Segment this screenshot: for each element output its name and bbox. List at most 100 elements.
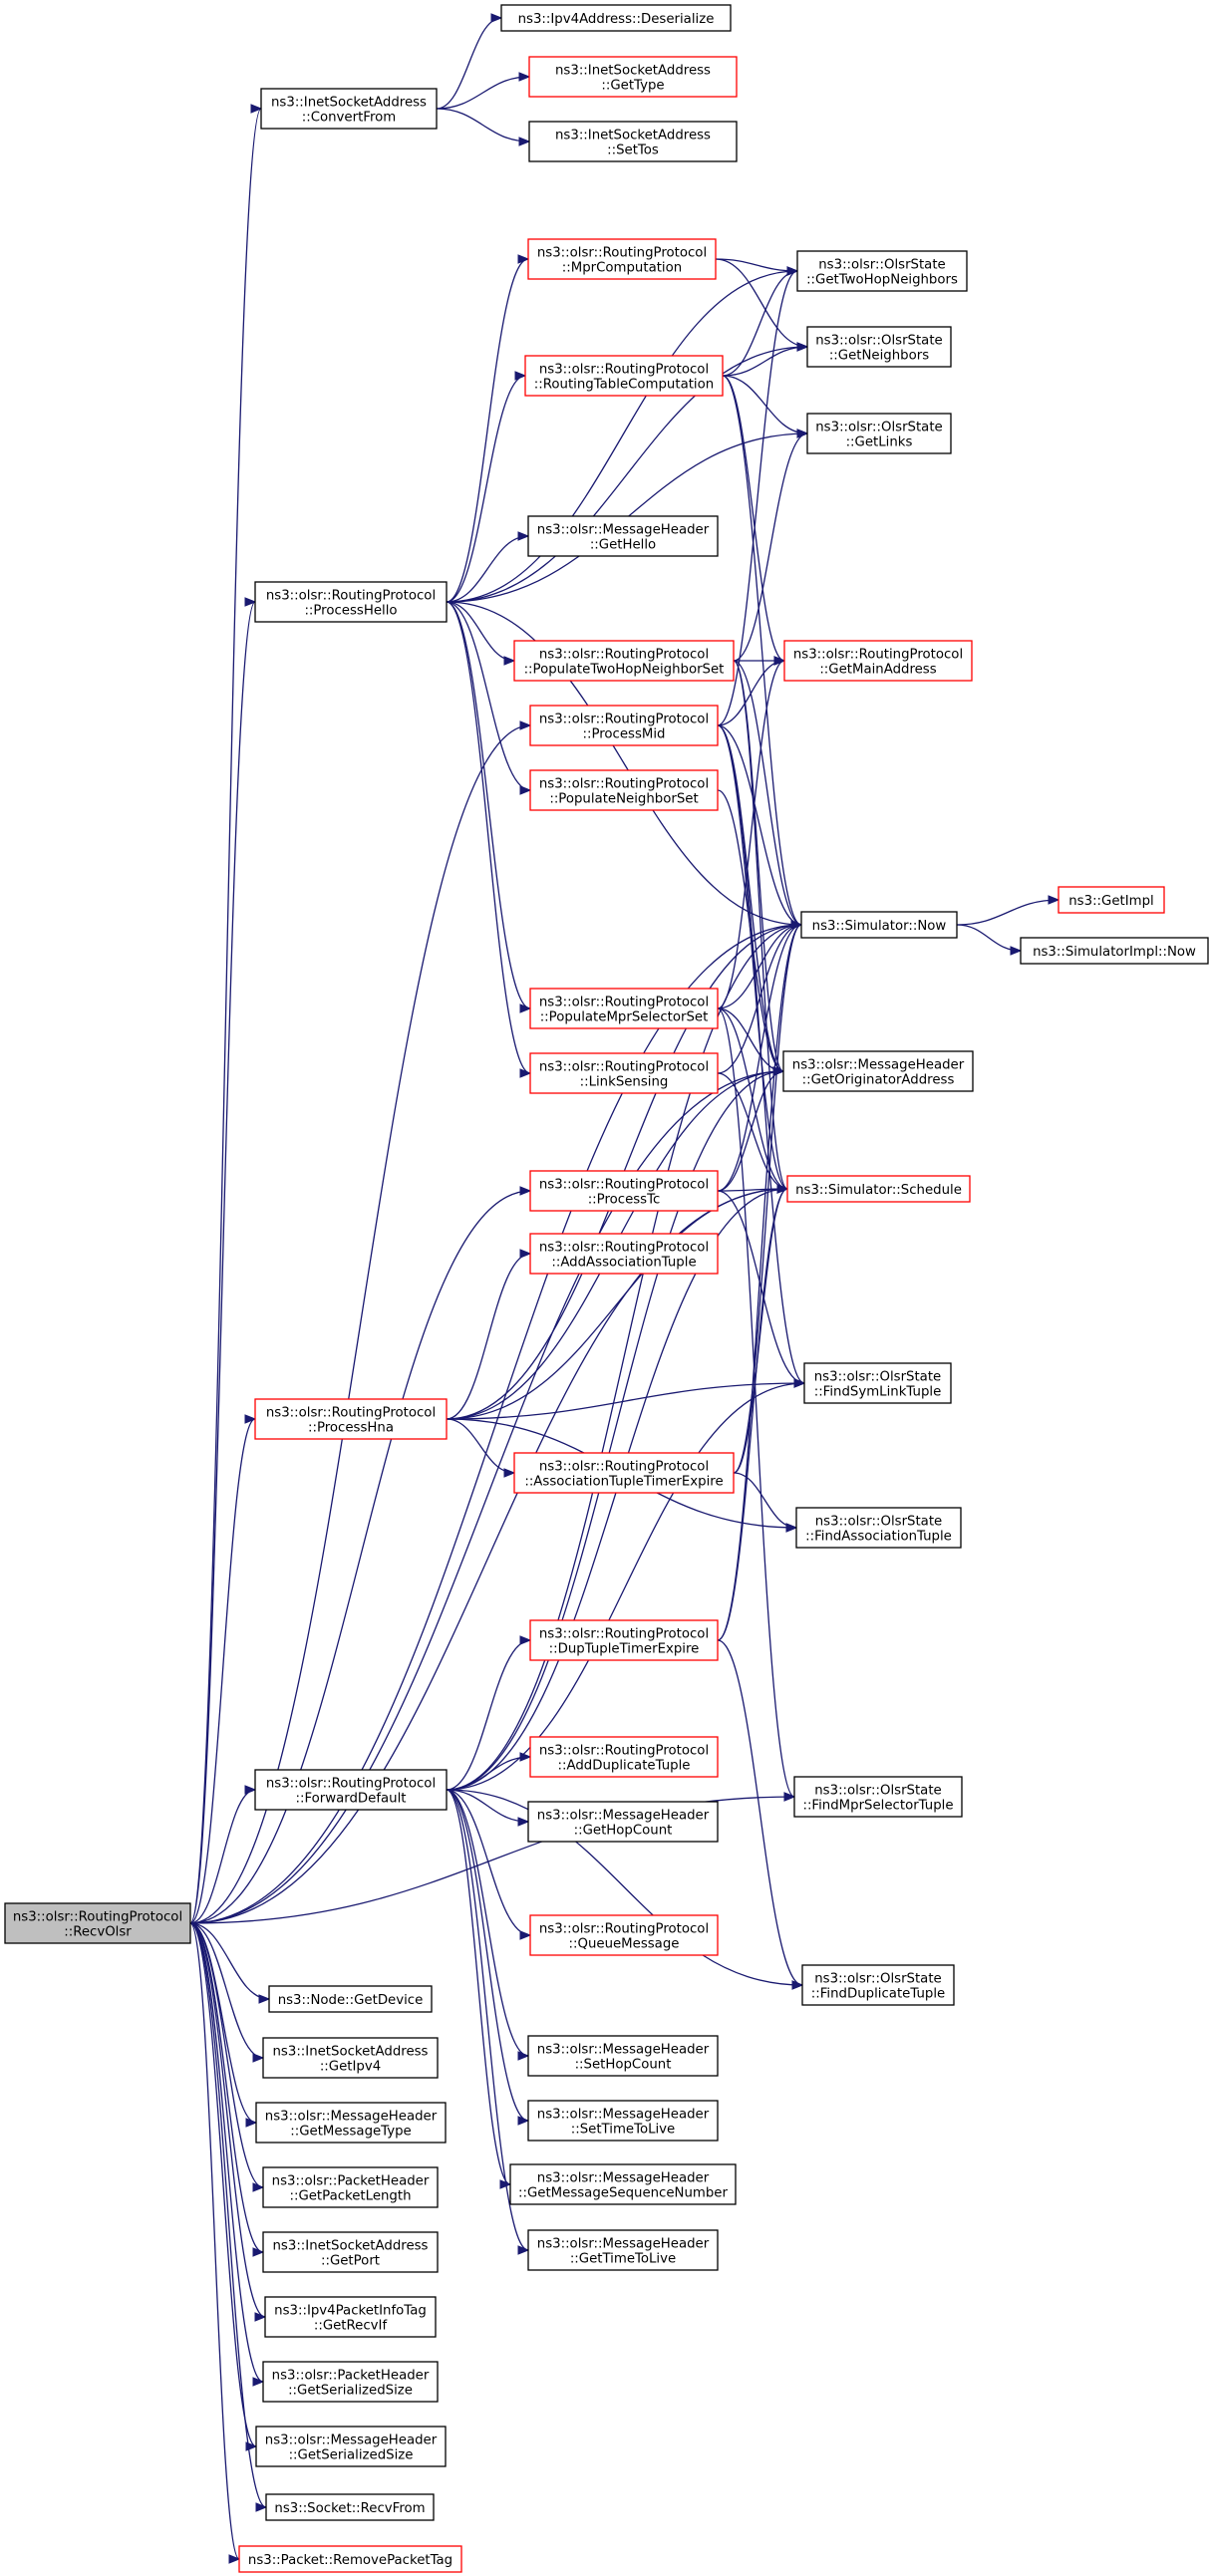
- node-getrecvif[interactable]: ns3::Ipv4PacketInfoTag::GetRecvIf: [264, 2296, 437, 2338]
- edge-recvolsr-to-getdevice: [189, 1922, 271, 2004]
- node-populateneighbor[interactable]: ns3::olsr::RoutingProtocol::PopulateNeig…: [529, 769, 719, 811]
- node-findsymlink[interactable]: ns3::olsr::OlsrState::FindSymLinkTuple: [803, 1362, 952, 1404]
- edge-line: [189, 1070, 784, 1924]
- node-label: ::GetLinks: [846, 435, 913, 450]
- node-simnow[interactable]: ns3::Simulator::Now: [800, 911, 958, 939]
- edge-recvolsr-to-getpacketlength: [189, 1922, 265, 2192]
- node-removepackettag[interactable]: ns3::Packet::RemovePacketTag: [238, 2545, 462, 2573]
- edge-line: [717, 724, 802, 926]
- node-label: ::LinkSensing: [580, 1075, 669, 1090]
- node-getdevice[interactable]: ns3::Node::GetDevice: [268, 1985, 433, 2013]
- arrowhead-icon: [252, 2377, 265, 2387]
- node-box: [529, 1619, 719, 1661]
- node-findduplicate[interactable]: ns3::olsr::OlsrState::FindDuplicateTuple: [801, 1964, 955, 2006]
- node-getpacketlength[interactable]: ns3::olsr::PacketHeader::GetPacketLength: [262, 2166, 439, 2208]
- node-box: [527, 515, 719, 557]
- node-getlinks[interactable]: ns3::olsr::OlsrState::GetLinks: [806, 413, 952, 454]
- node-label: ::ProcessHna: [308, 1421, 394, 1436]
- node-getneighbors[interactable]: ns3::olsr::OlsrState::GetNeighbors: [806, 326, 952, 368]
- edge-linksensing-to-schedule: [717, 1072, 789, 1194]
- node-label: ::GetHello: [590, 538, 656, 553]
- node-label: ::GetMessageType: [290, 2125, 411, 2140]
- node-getmainaddress[interactable]: ns3::olsr::RoutingProtocol::GetMainAddre…: [783, 640, 973, 682]
- node-findmprselector[interactable]: ns3::olsr::OlsrState::FindMprSelectorTup…: [793, 1776, 963, 1818]
- node-routingtable[interactable]: ns3::olsr::RoutingProtocol::RoutingTable…: [524, 355, 724, 397]
- node-recvolsr[interactable]: ns3::olsr::RoutingProtocol::RecvOlsr: [4, 1902, 191, 1944]
- arrowhead-icon: [793, 1378, 806, 1388]
- node-label: ::AddDuplicateTuple: [558, 1759, 691, 1774]
- node-gettwohop[interactable]: ns3::olsr::OlsrState::GetTwoHopNeighbors: [796, 250, 968, 292]
- node-box: [529, 1233, 719, 1275]
- node-sethopcount[interactable]: ns3::olsr::MessageHeader::SetHopCount: [527, 2035, 719, 2077]
- node-label: ::FindAssociationTuple: [805, 1530, 952, 1545]
- node-deserialize[interactable]: ns3::Ipv4Address::Deserialize: [500, 4, 732, 32]
- edge-line: [446, 601, 531, 1009]
- node-label: ::ProcessHello: [304, 604, 397, 619]
- node-box: [260, 88, 438, 130]
- node-label: ns3::olsr::RoutingProtocol: [539, 1178, 709, 1193]
- node-getport[interactable]: ns3::InetSocketAddress::GetPort: [262, 2231, 439, 2273]
- node-processmid[interactable]: ns3::olsr::RoutingProtocol::ProcessMid: [529, 705, 719, 746]
- node-convertfrom[interactable]: ns3::InetSocketAddress::ConvertFrom: [260, 88, 438, 130]
- node-label: ns3::olsr::RoutingProtocol: [539, 1060, 709, 1075]
- node-box: [529, 1736, 719, 1778]
- edge-line: [436, 17, 502, 110]
- node-getipv4[interactable]: ns3::InetSocketAddress::GetIpv4: [262, 2037, 439, 2079]
- node-label: ns3::olsr::MessageHeader: [537, 2237, 710, 2252]
- arrowhead-icon: [517, 2245, 530, 2255]
- node-label: ::MprComputation: [562, 261, 682, 276]
- node-box: [529, 1052, 719, 1094]
- node-addduplicate[interactable]: ns3::olsr::RoutingProtocol::AddDuplicate…: [529, 1736, 719, 1778]
- node-box: [255, 2102, 447, 2144]
- node-getttl[interactable]: ns3::olsr::MessageHeader::GetTimeToLive: [527, 2229, 719, 2271]
- node-processhello[interactable]: ns3::olsr::RoutingProtocol::ProcessHello: [254, 581, 448, 623]
- edge-line: [446, 346, 808, 603]
- node-mprcomputation[interactable]: ns3::olsr::RoutingProtocol::MprComputati…: [527, 238, 717, 280]
- edge-convertfrom-to-settos: [436, 108, 531, 146]
- edge-assoctimer-to-findassoc: [733, 1472, 798, 1533]
- edge-recvolsr-to-convertfrom: [189, 104, 263, 1924]
- node-populatetwohop[interactable]: ns3::olsr::RoutingProtocol::PopulateTwoH…: [513, 640, 735, 682]
- node-schedule[interactable]: ns3::Simulator::Schedule: [786, 1175, 971, 1203]
- node-getmsgtype[interactable]: ns3::olsr::MessageHeader::GetMessageType: [255, 2102, 447, 2144]
- node-label: ns3::olsr::MessageHeader: [265, 2110, 438, 2125]
- node-getimpl[interactable]: ns3::GetImpl: [1058, 886, 1165, 914]
- node-getoriginator[interactable]: ns3::olsr::MessageHeader::GetOriginatorA…: [782, 1050, 974, 1092]
- node-gettype[interactable]: ns3::InetSocketAddress::GetType: [528, 56, 738, 98]
- edge-line: [722, 375, 808, 434]
- arrowhead-icon: [772, 1066, 785, 1076]
- node-pktserialsize[interactable]: ns3::olsr::PacketHeader::GetSerializedSi…: [262, 2361, 439, 2403]
- node-msgserialsize[interactable]: ns3::olsr::MessageHeader::GetSerializedS…: [255, 2426, 447, 2467]
- edge-line: [189, 108, 262, 1924]
- node-label: ns3::Packet::RemovePacketTag: [248, 2553, 453, 2568]
- node-box: [529, 705, 719, 746]
- node-gethopcount[interactable]: ns3::olsr::MessageHeader::GetHopCount: [527, 1801, 719, 1843]
- arrowhead-icon: [228, 2554, 241, 2564]
- node-forwarddefault[interactable]: ns3::olsr::RoutingProtocol::ForwardDefau…: [254, 1769, 448, 1811]
- edge-processhello-to-linksensing: [446, 601, 532, 1078]
- node-findassoc[interactable]: ns3::olsr::OlsrState::FindAssociationTup…: [795, 1507, 962, 1549]
- node-assoctimer[interactable]: ns3::olsr::RoutingProtocol::AssociationT…: [513, 1452, 735, 1494]
- node-simimplnow[interactable]: ns3::SimulatorImpl::Now: [1020, 937, 1209, 965]
- node-addassoc[interactable]: ns3::olsr::RoutingProtocol::AddAssociati…: [529, 1233, 719, 1275]
- node-queuemessage[interactable]: ns3::olsr::RoutingProtocol::QueueMessage: [529, 1914, 719, 1956]
- arrowhead-icon: [773, 656, 786, 666]
- node-getmsgseq[interactable]: ns3::olsr::MessageHeader::GetMessageSequ…: [509, 2163, 737, 2205]
- node-label: ns3::olsr::RoutingProtocol: [266, 1777, 436, 1792]
- arrowhead-icon: [1010, 946, 1023, 956]
- node-gethello[interactable]: ns3::olsr::MessageHeader::GetHello: [527, 515, 719, 557]
- edge-line: [189, 1922, 270, 2000]
- edge-recvolsr-to-getrecvif: [189, 1922, 267, 2322]
- node-duptimer[interactable]: ns3::olsr::RoutingProtocol::DupTupleTime…: [529, 1619, 719, 1661]
- node-recvfrom[interactable]: ns3::Socket::RecvFrom: [265, 2493, 435, 2521]
- node-setttl[interactable]: ns3::olsr::MessageHeader::SetTimeToLive: [527, 2100, 719, 2142]
- node-linksensing[interactable]: ns3::olsr::RoutingProtocol::LinkSensing: [529, 1052, 719, 1094]
- node-populatempr[interactable]: ns3::olsr::RoutingProtocol::PopulateMprS…: [529, 988, 719, 1029]
- edge-line: [717, 924, 802, 1192]
- node-processhna[interactable]: ns3::olsr::RoutingProtocol::ProcessHna: [254, 1398, 448, 1440]
- edge-recvolsr-to-getipv4: [189, 1922, 265, 2063]
- edge-line: [189, 924, 802, 1924]
- edge-simnow-to-getimpl: [956, 895, 1060, 926]
- node-processtc[interactable]: ns3::olsr::RoutingProtocol::ProcessTc: [529, 1170, 719, 1212]
- node-settos[interactable]: ns3::InetSocketAddress::SetTos: [528, 121, 738, 162]
